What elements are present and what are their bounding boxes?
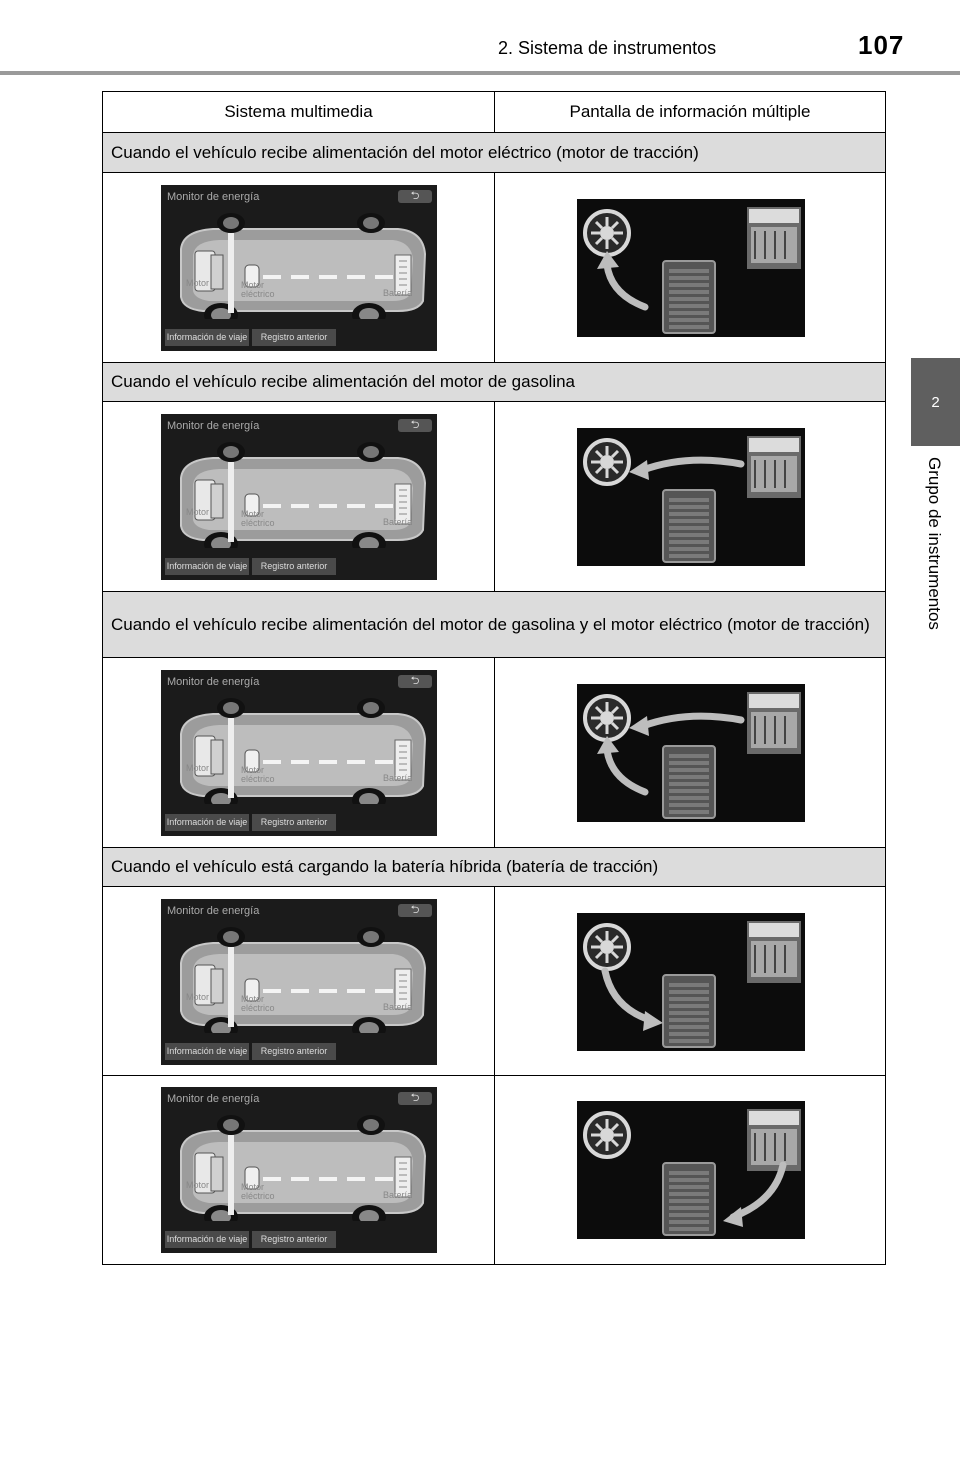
screen-title: Monitor de energía [167,905,260,917]
return-arrow-icon[interactable]: ⮌ [398,419,432,432]
return-arrow-icon[interactable]: ⮌ [398,190,432,203]
section-label: Cuando el vehículo recibe alimentación d… [103,133,885,173]
return-arrow-icon[interactable]: ⮌ [398,1092,432,1105]
label-motor: Motor [186,507,210,517]
header-section-title: 2. Sistema de instrumentos [498,38,717,58]
trip-info-button[interactable]: Información de viaje [165,1231,249,1248]
trip-info-button[interactable]: Información de viaje [165,558,249,575]
past-record-button[interactable]: Registro anterior [252,329,336,346]
car-diagram [180,213,427,319]
section-label: Cuando el vehículo está cargando la bate… [103,848,885,887]
label-motor: Motor [186,278,210,288]
label-motor: Motor [186,1180,210,1190]
page-number: 107 [858,30,905,60]
section-label: Cuando el vehículo recibe alimentación d… [103,363,885,402]
past-record-button[interactable]: Registro anterior [252,1043,336,1060]
table-header-row: Sistema multimedia Pantalla de informaci… [103,92,885,133]
label-bateria: Batería [383,288,413,298]
label-motor: Motor [186,763,210,773]
past-record-button[interactable]: Registro anterior [252,814,336,831]
label-bateria: Batería [383,517,413,527]
label-motor: Motor [186,992,210,1002]
multi-info-energy-display [577,428,805,566]
screen-title: Monitor de energía [167,191,260,203]
section-label-text: Cuando el vehículo recibe alimentación d… [111,614,870,634]
screen-title: Monitor de energía [167,676,260,688]
label-bateria: Batería [383,773,413,783]
header-rule [0,71,960,75]
column-header-multimedia: Sistema multimedia [224,102,373,121]
side-tab-label: Grupo de instrumentos [925,457,944,630]
screen-title: Monitor de energía [167,420,260,432]
return-arrow-icon[interactable]: ⮌ [398,904,432,917]
car-diagram [180,442,427,548]
trip-info-button[interactable]: Información de viaje [165,814,249,831]
trip-info-button[interactable]: Información de viaje [165,329,249,346]
section-label-text: Cuando el vehículo está cargando la bate… [111,857,659,876]
past-record-button[interactable]: Registro anterior [252,558,336,575]
column-header-multi-info: Pantalla de información múltiple [569,102,811,121]
car-diagram [180,698,427,804]
multi-info-energy-display [577,1101,805,1239]
side-tab-number: 2 [911,358,960,446]
multi-info-energy-display [577,913,805,1051]
car-diagram [180,1115,427,1221]
section-label: Cuando el vehículo recibe alimentación d… [103,592,885,658]
car-diagram [180,927,427,1033]
trip-info-button[interactable]: Información de viaje [165,1043,249,1060]
screen-title: Monitor de energía [167,1093,260,1105]
label-bateria: Batería [383,1190,413,1200]
multi-info-energy-display [577,684,805,822]
past-record-button[interactable]: Registro anterior [252,1231,336,1248]
multi-info-energy-display [577,199,805,337]
section-label-text: Cuando el vehículo recibe alimentación d… [111,142,699,162]
return-arrow-icon[interactable]: ⮌ [398,675,432,688]
section-label-text: Cuando el vehículo recibe alimentación d… [111,372,576,391]
energy-monitor-table: Sistema multimedia Pantalla de informaci… [102,91,886,1265]
label-bateria: Batería [383,1002,413,1012]
